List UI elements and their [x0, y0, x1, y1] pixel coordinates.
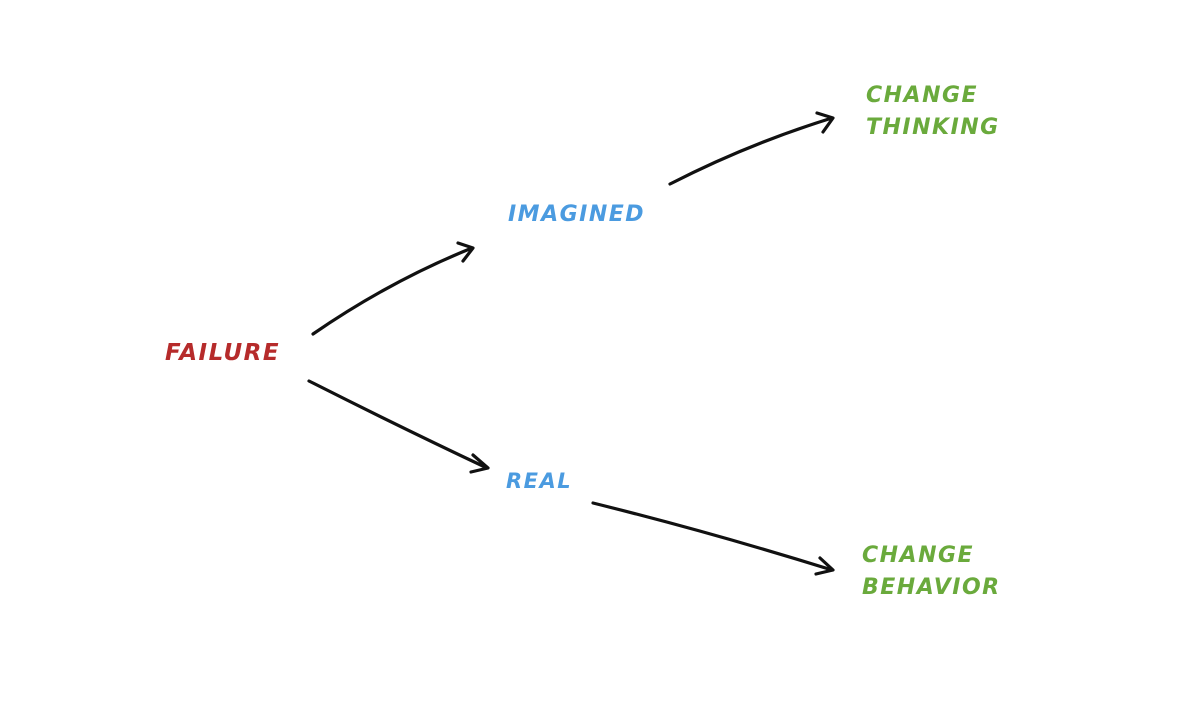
node-change-behavior: CHANGE BEHAVIOR: [862, 540, 1001, 604]
arrowhead-real: [469, 453, 490, 474]
node-imagined-label: IMAGINED: [508, 202, 646, 227]
node-failure-label: FAILURE: [165, 340, 281, 366]
arrowhead-change-thinking: [815, 111, 835, 134]
node-change-thinking-line1: CHANGE: [866, 83, 979, 108]
node-real: REAL: [506, 465, 572, 497]
node-change-thinking: CHANGE THINKING: [866, 80, 1000, 144]
node-imagined: IMAGINED: [508, 199, 645, 231]
arrow-imagined-to-change-thinking: [668, 116, 834, 186]
arrow-failure-to-real: [307, 379, 489, 470]
arrow-failure-to-imagined: [311, 246, 474, 336]
arrowhead-change-behavior: [814, 556, 835, 576]
arrowhead-imagined: [456, 241, 475, 263]
node-change-behavior-line1: CHANGE: [862, 543, 975, 568]
node-change-behavior-line2: BEHAVIOR: [862, 575, 1001, 600]
node-failure: FAILURE: [165, 337, 280, 369]
arrow-real-to-change-behavior: [591, 501, 834, 572]
node-real-label: REAL: [506, 469, 573, 493]
node-change-thinking-line2: THINKING: [866, 115, 1000, 140]
